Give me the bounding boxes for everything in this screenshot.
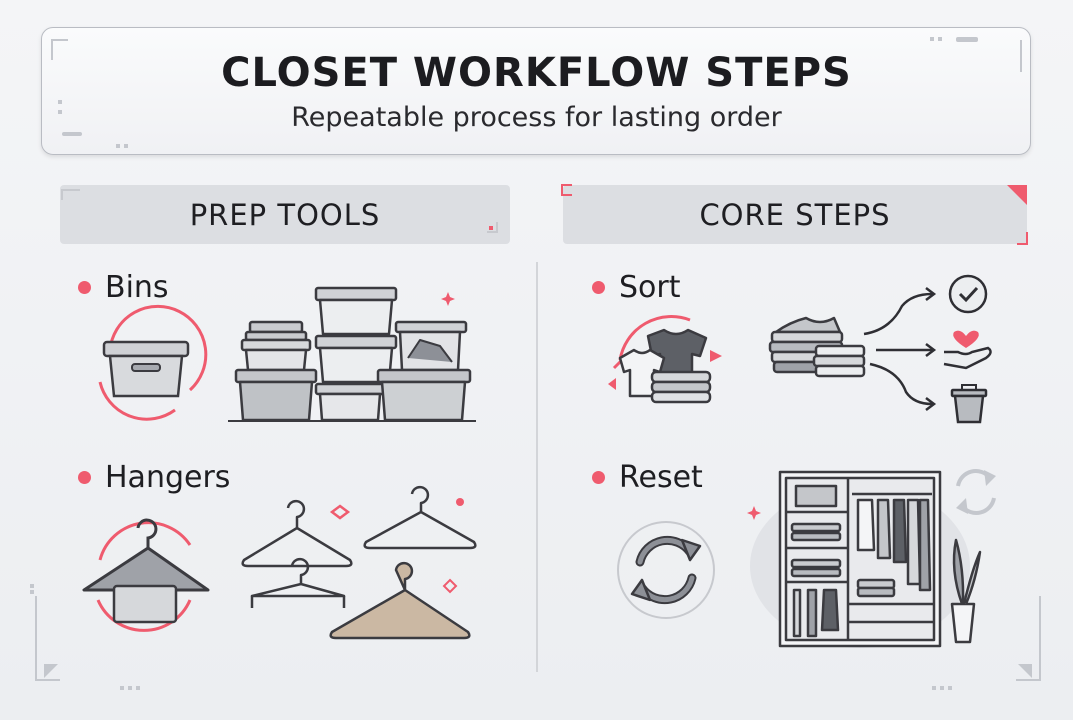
core-steps-title: CORE STEPS (699, 197, 891, 232)
sort-label-text: Sort (619, 270, 681, 305)
page-subtitle: Repeatable process for lasting order (291, 102, 782, 133)
bins-label: Bins (78, 270, 169, 305)
bullet-dot (592, 471, 605, 484)
section-divider (536, 262, 538, 672)
page-title: CLOSET WORKFLOW STEPS (221, 50, 852, 96)
prep-tools-title: PREP TOOLS (189, 197, 381, 232)
bullet-dot (78, 471, 91, 484)
header-corner-decor (51, 37, 1022, 148)
header-card (41, 27, 1031, 155)
reset-label-text: Reset (619, 460, 703, 495)
hangers-label-text: Hangers (105, 460, 231, 495)
prep-tools-banner: PREP TOOLS (60, 185, 510, 244)
bullet-dot (78, 281, 91, 294)
sort-label: Sort (592, 270, 681, 305)
banner-corner-decor (61, 184, 1028, 245)
reset-label: Reset (592, 460, 703, 495)
bins-label-text: Bins (105, 270, 169, 305)
core-steps-banner: CORE STEPS (563, 185, 1027, 244)
bullet-dot (592, 281, 605, 294)
hangers-label: Hangers (78, 460, 230, 495)
